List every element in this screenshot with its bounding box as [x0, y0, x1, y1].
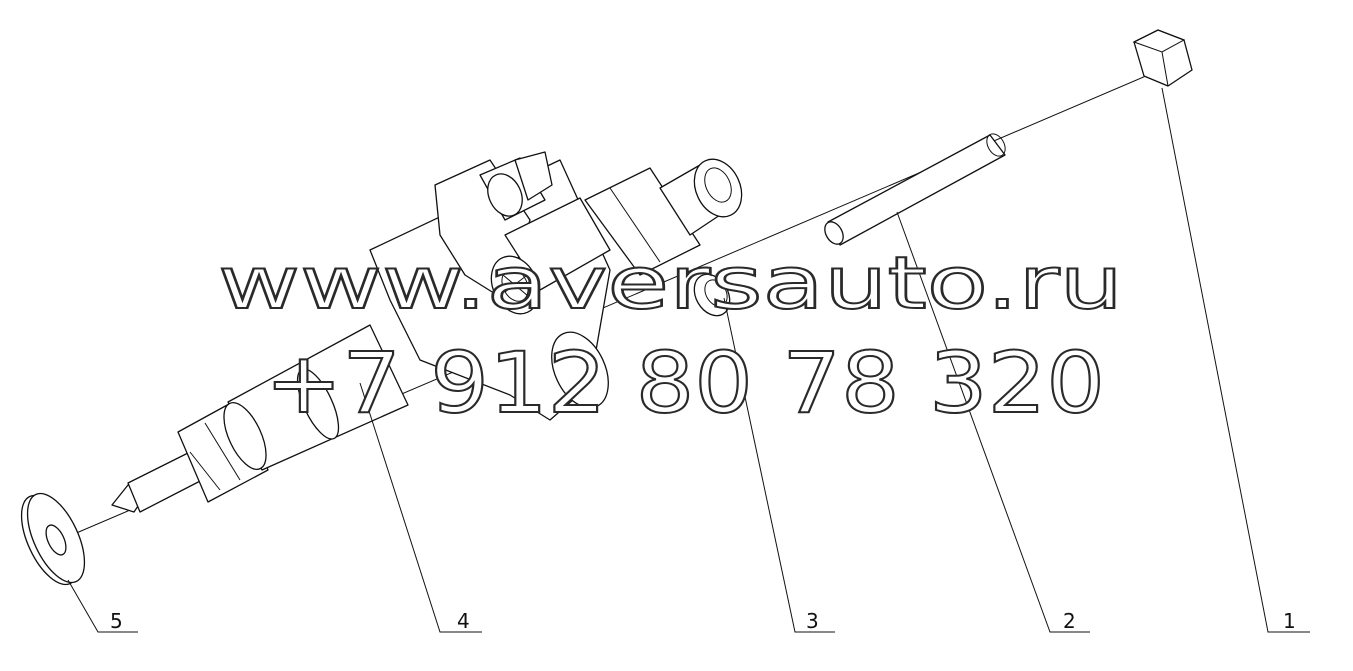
part-4-injector [111, 151, 743, 513]
part-2-tube [824, 133, 1006, 246]
callout-3: 3 [806, 609, 819, 633]
part-3-seal-ring [693, 273, 731, 317]
watermark-phone: +7 912 80 78 320 [265, 334, 1105, 432]
watermark-site: www.aversauto.ru [218, 241, 1123, 325]
leader-line-2 [896, 211, 1090, 633]
callout-5: 5 [110, 609, 123, 633]
leader-line-4 [359, 382, 482, 633]
part-1-hex-nut [1132, 29, 1193, 87]
leader-line-3 [723, 297, 835, 633]
leader-line-1 [1161, 87, 1310, 633]
callout-1: 1 [1283, 609, 1296, 633]
callout-2: 2 [1063, 609, 1076, 633]
leader-line-5 [67, 579, 138, 633]
callout-4: 4 [457, 609, 470, 633]
part-5-washer [20, 492, 86, 586]
